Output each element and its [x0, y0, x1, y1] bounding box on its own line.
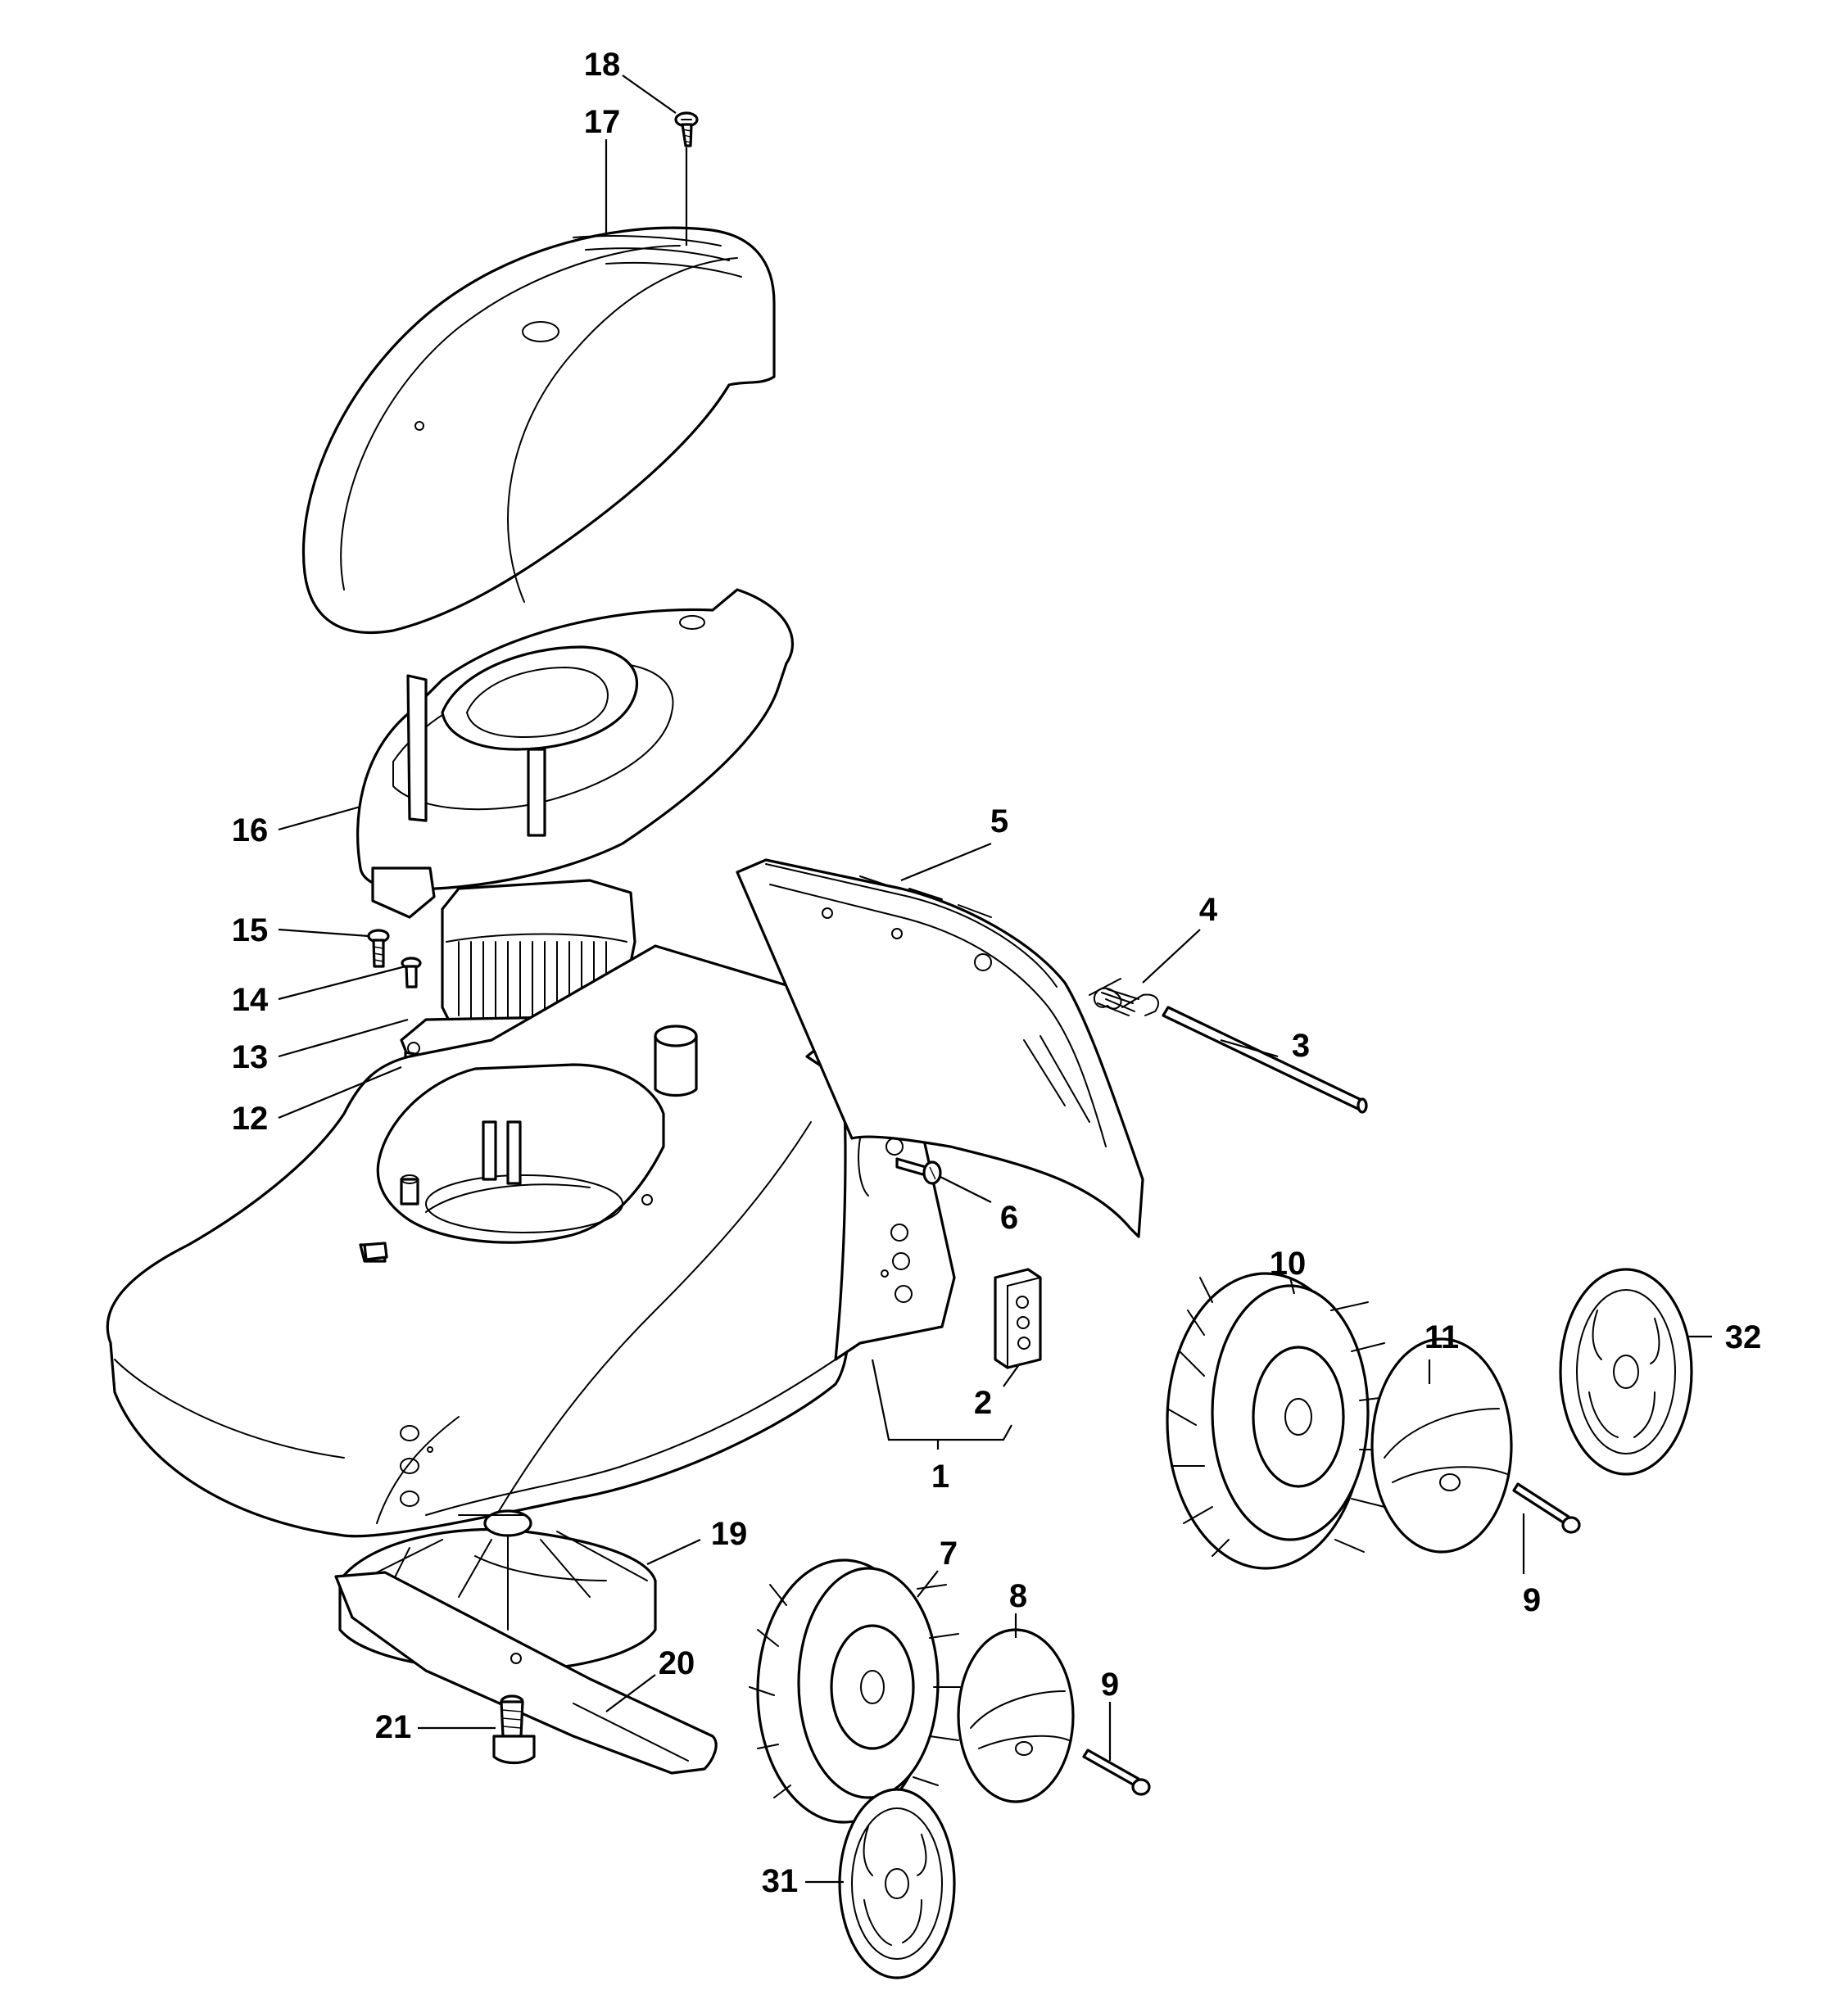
callout-21: 21	[375, 1709, 412, 1745]
front-wheel-disc	[838, 1788, 956, 1979]
callout-3: 3	[1292, 1028, 1310, 1064]
callout-18: 18	[584, 47, 621, 83]
cover-screw	[674, 111, 699, 147]
front-axle-bolt	[1082, 1748, 1151, 1796]
rear-wheel-disc	[1559, 1268, 1693, 1476]
blade-bolt	[492, 1694, 536, 1765]
callout-9-rear: 9	[1523, 1582, 1541, 1618]
rear-wheel	[1166, 1272, 1393, 1570]
front-wheel	[749, 1558, 963, 1824]
screw-6	[895, 1157, 942, 1185]
callout-20: 20	[659, 1645, 695, 1681]
callout-16: 16	[232, 812, 269, 848]
callout-17: 17	[584, 104, 621, 140]
callout-19: 19	[711, 1516, 748, 1552]
housing-screw-15	[367, 929, 390, 968]
callout-6: 6	[1000, 1200, 1018, 1236]
hinge-rod	[1162, 1006, 1368, 1114]
callout-7: 7	[940, 1536, 958, 1572]
cutting-blade	[334, 1571, 718, 1775]
callout-14: 14	[232, 982, 269, 1018]
leader-lines	[278, 75, 1712, 1884]
callout-5: 5	[990, 803, 1008, 839]
rear-hubcap	[1370, 1337, 1513, 1554]
callout-11: 11	[1424, 1319, 1459, 1355]
callout-4: 4	[1199, 892, 1218, 928]
callout-13: 13	[232, 1039, 269, 1075]
rear-axle-bolt	[1512, 1482, 1581, 1534]
callout-10: 10	[1270, 1246, 1307, 1282]
callouts: 18 17 16 15 14 13 12 5 4 3 6 10 11 32 2 …	[232, 47, 1762, 1899]
front-hubcap	[957, 1628, 1075, 1803]
callout-31: 31	[762, 1863, 799, 1899]
motor-housing	[356, 588, 795, 919]
callout-2: 2	[974, 1385, 992, 1421]
bracket-2	[994, 1268, 1042, 1369]
mower-deck	[106, 944, 956, 1538]
callout-15: 15	[232, 912, 269, 948]
screw-14	[401, 957, 422, 988]
torsion-spring	[1089, 978, 1159, 1016]
callout-8: 8	[1009, 1578, 1027, 1614]
motor-cover	[301, 226, 776, 635]
callout-1: 1	[931, 1459, 949, 1495]
callout-12: 12	[232, 1101, 269, 1137]
rear-flap	[736, 858, 1144, 1238]
callout-9-front: 9	[1101, 1667, 1119, 1703]
callout-32: 32	[1725, 1319, 1762, 1355]
